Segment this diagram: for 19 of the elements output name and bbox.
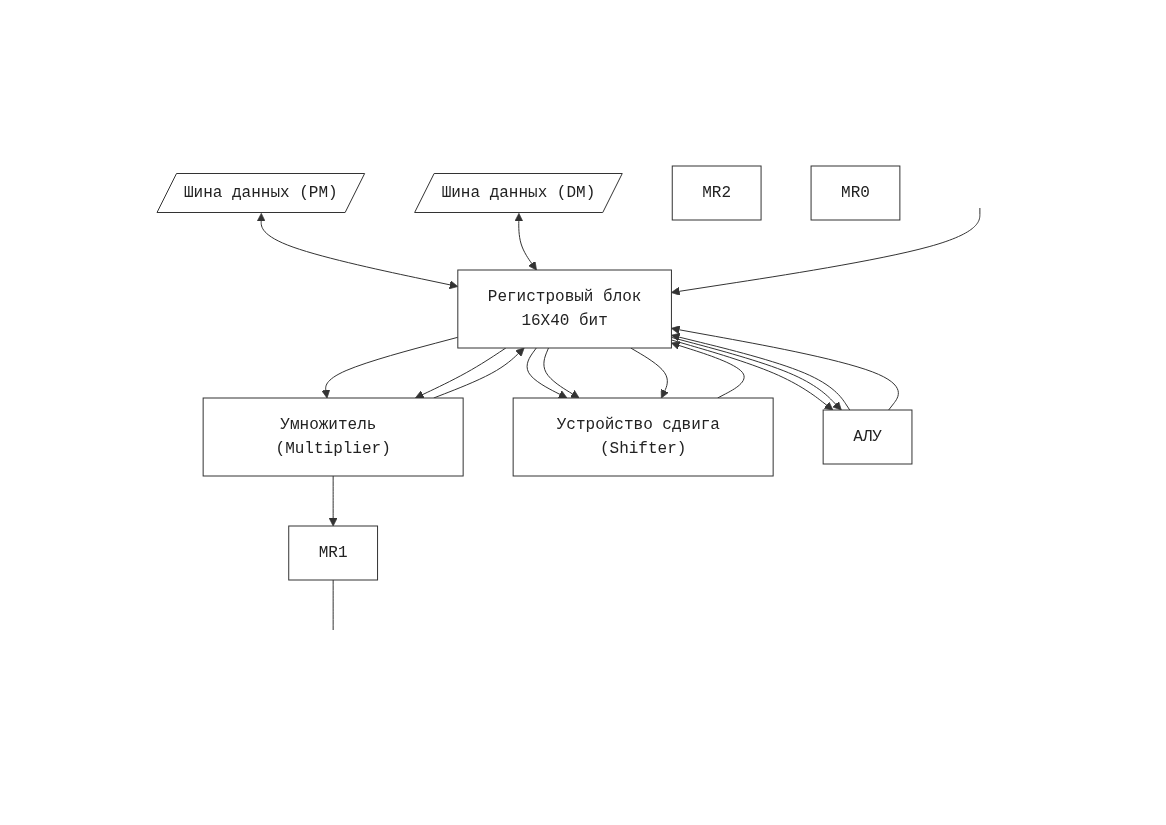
arrow — [629, 347, 669, 398]
arrow — [526, 347, 567, 398]
node-box: Устройство сдвига (Shifter) — [512, 397, 774, 476]
node-box: Регистровый блок 16X40 бит — [456, 269, 672, 348]
connector — [332, 579, 334, 630]
arrow — [670, 207, 980, 296]
arrow — [328, 475, 338, 526]
node-box: MR2 — [671, 165, 762, 220]
arrow — [414, 347, 506, 399]
node-box: АЛУ — [822, 409, 912, 464]
node-box: Умножитель (Multiplier) — [202, 397, 464, 476]
arrow — [321, 336, 458, 398]
arrow — [513, 212, 537, 270]
arrow — [542, 347, 580, 398]
arrow — [256, 212, 458, 289]
node-box: MR0 — [810, 165, 900, 220]
node-box: MR1 — [287, 525, 378, 580]
arrow — [670, 324, 899, 410]
arrow — [670, 340, 745, 398]
